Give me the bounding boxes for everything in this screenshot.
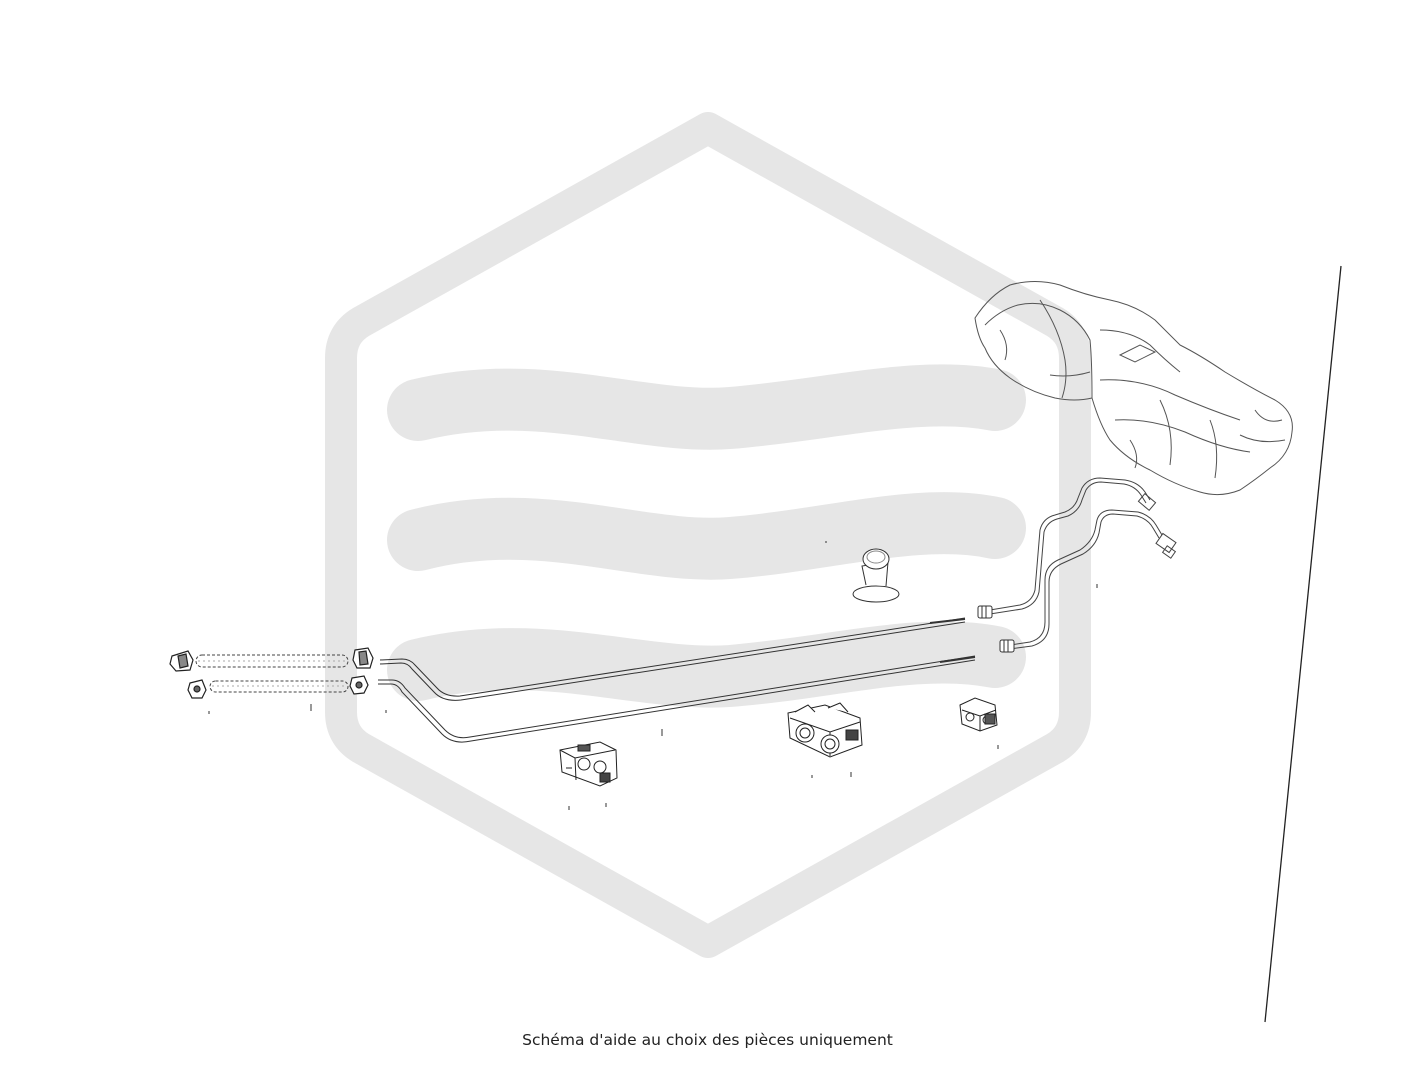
diagram-caption: Schéma d'aide au choix des pièces unique… xyxy=(522,1031,893,1049)
watermark-wave-2 xyxy=(387,492,1026,580)
quick-connector xyxy=(977,605,1015,653)
watermark-hexagon xyxy=(325,112,1091,958)
frame-border-line xyxy=(1264,265,1342,1023)
line-clip-double-small xyxy=(559,741,618,787)
rubber-hose-lower xyxy=(209,680,349,693)
fuel-line-upper xyxy=(379,617,966,701)
callout-ticks xyxy=(208,541,1098,810)
fuel-tank xyxy=(974,281,1293,496)
bump-stop-pad xyxy=(852,548,900,603)
fuel-line-lower xyxy=(378,655,976,743)
watermark-wave-3 xyxy=(387,621,1026,708)
rubber-hose-upper xyxy=(195,654,349,668)
line-clip-double-large xyxy=(787,702,863,758)
watermark-wave-1 xyxy=(387,364,1026,450)
fuel-line-right-section xyxy=(989,477,1177,650)
hose-clamp xyxy=(169,647,374,699)
watermark-logo xyxy=(325,112,1091,958)
line-clip-single xyxy=(959,697,998,732)
